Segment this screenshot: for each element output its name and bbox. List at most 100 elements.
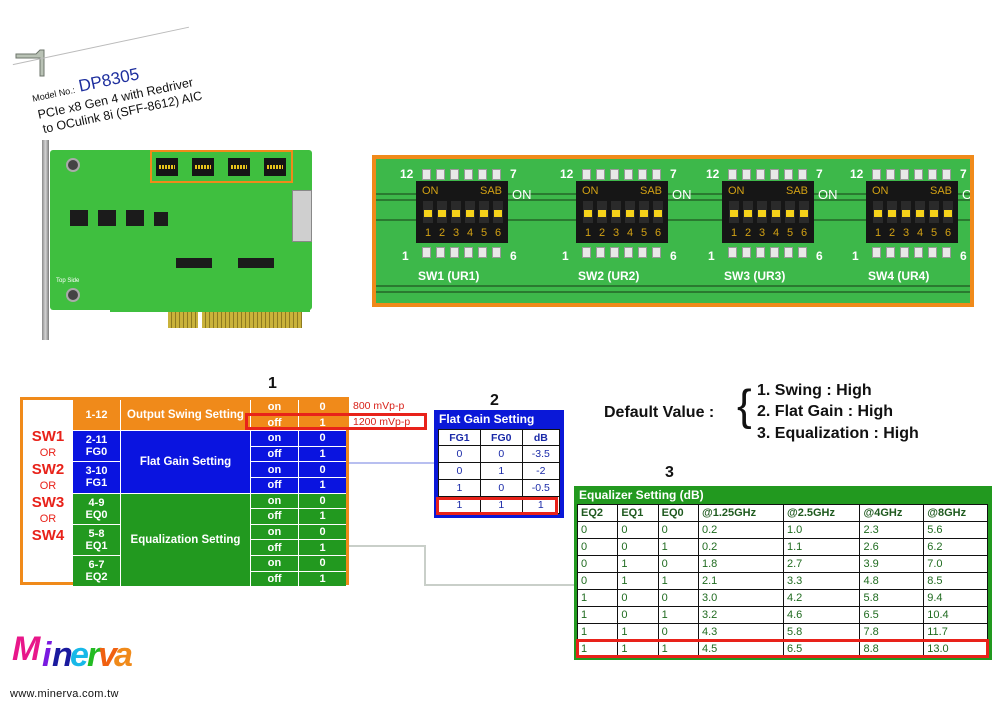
dip-toggle[interactable] (729, 201, 739, 223)
fg-header: FG0 (479, 429, 523, 446)
flat-gain-cell: 0 (479, 479, 523, 497)
dip-position-number: 3 (758, 227, 766, 239)
side-on-label: ON (818, 187, 838, 202)
dip-position-number: 4 (626, 227, 634, 239)
switch-pin (582, 169, 591, 180)
switch-pin (756, 169, 765, 180)
equalizer-cell: 4.8 (859, 572, 925, 590)
pcb-chip (126, 210, 144, 226)
switch-pin (638, 247, 647, 258)
equalizer-cell: 0 (657, 623, 699, 641)
equalizer-cell: 3.9 (859, 555, 925, 573)
dip-toggle[interactable] (639, 201, 649, 223)
flat-gain-cell: -3.5 (521, 445, 561, 463)
switch-pin (492, 169, 501, 180)
dip-toggle[interactable] (785, 201, 795, 223)
logo-letter: n (52, 636, 73, 674)
equalizer-cell: 1 (617, 555, 659, 573)
mini-dip-switch (264, 158, 286, 176)
dip-toggle[interactable] (493, 201, 503, 223)
equalizer-cell: 1 (576, 589, 619, 607)
dip-toggle[interactable] (799, 201, 809, 223)
dip-toggle[interactable] (465, 201, 475, 223)
dip-on-label: ON (582, 185, 599, 197)
dip-toggle[interactable] (943, 201, 953, 223)
website-link[interactable]: www.minerva.com.tw (10, 688, 119, 700)
section-number-1: 1 (268, 375, 277, 392)
equalizer-cell: 2.1 (697, 572, 784, 590)
logo-letter: r (87, 636, 101, 674)
dip-position-number: 6 (944, 227, 952, 239)
equalizer-cell: 1 (657, 538, 699, 556)
dip-toggle[interactable] (743, 201, 753, 223)
pin-label: 7 (670, 167, 677, 181)
switch-name: SW1 (31, 428, 65, 445)
gold-fingers (168, 312, 198, 328)
dip-position-number: 4 (916, 227, 924, 239)
equalizer-cell: 1 (576, 623, 619, 641)
switch-pin (728, 169, 737, 180)
switch-pin (728, 247, 737, 258)
dip-toggle[interactable] (597, 201, 607, 223)
switch-pin (872, 169, 881, 180)
dip-toggle[interactable] (887, 201, 897, 223)
dip-toggle[interactable] (583, 201, 593, 223)
oculink-connector (292, 190, 312, 242)
dip-toggle[interactable] (757, 201, 767, 223)
section-number-2: 2 (490, 392, 499, 409)
dip-toggle[interactable] (625, 201, 635, 223)
dip-on-label: ON (728, 185, 745, 197)
dip-toggle[interactable] (915, 201, 925, 223)
dip-toggle[interactable] (873, 201, 883, 223)
switch-name: SW4 (31, 527, 65, 544)
dip-position-number: 1 (874, 227, 882, 239)
switch-pin (478, 247, 487, 258)
dip-position-number: 3 (612, 227, 620, 239)
side-on-label: ON (512, 187, 532, 202)
default-swing-highlight (245, 413, 427, 430)
dip-sab-label: SAB (479, 185, 502, 197)
switch-pin (422, 247, 431, 258)
dip-toggle[interactable] (479, 201, 489, 223)
equalizer-cell: 11.7 (923, 623, 988, 641)
dip-toggle[interactable] (653, 201, 663, 223)
equalizer-cell: 1.0 (782, 521, 861, 539)
switch-value-cell: 0 (299, 556, 346, 572)
mini-dip-switch (228, 158, 250, 176)
equalizer-cell: 1.8 (697, 555, 784, 573)
dip-toggle[interactable] (451, 201, 461, 223)
dip-toggle[interactable] (423, 201, 433, 223)
brace-icon: { (737, 381, 752, 430)
flat-gain-cell: 1 (479, 462, 523, 480)
switch-pin (770, 169, 779, 180)
dip-toggle[interactable] (901, 201, 911, 223)
dip-toggle[interactable] (929, 201, 939, 223)
mini-dip-switch (192, 158, 214, 176)
dip-toggle[interactable] (437, 201, 447, 223)
minerva-logo: M i n e r v a (12, 630, 133, 680)
flat-gain-cell: -0.5 (521, 479, 561, 497)
dip-toggle[interactable] (771, 201, 781, 223)
equalization-connector-line (349, 545, 574, 586)
switch-state-cell: off (251, 446, 299, 463)
fg-header: dB (521, 429, 561, 446)
equalizer-cell: 6.5 (859, 606, 925, 624)
dip-position-number: 5 (786, 227, 794, 239)
switch-pin (610, 169, 619, 180)
flat-gain-title: Flat Gain Setting (439, 412, 535, 426)
switch-pin (450, 247, 459, 258)
equalizer-cell: 2.3 (859, 521, 925, 539)
switch-pin (742, 247, 751, 258)
equalizer-cell: 2.7 (782, 555, 861, 573)
switch-pin (596, 247, 605, 258)
switch-pin (422, 169, 431, 180)
equalizer-cell: 0 (576, 521, 619, 539)
dip-position-number: 3 (902, 227, 910, 239)
switch-pin (798, 247, 807, 258)
pin-label: 12 (706, 167, 720, 181)
switch-pin (886, 169, 895, 180)
dip-toggle[interactable] (611, 201, 621, 223)
